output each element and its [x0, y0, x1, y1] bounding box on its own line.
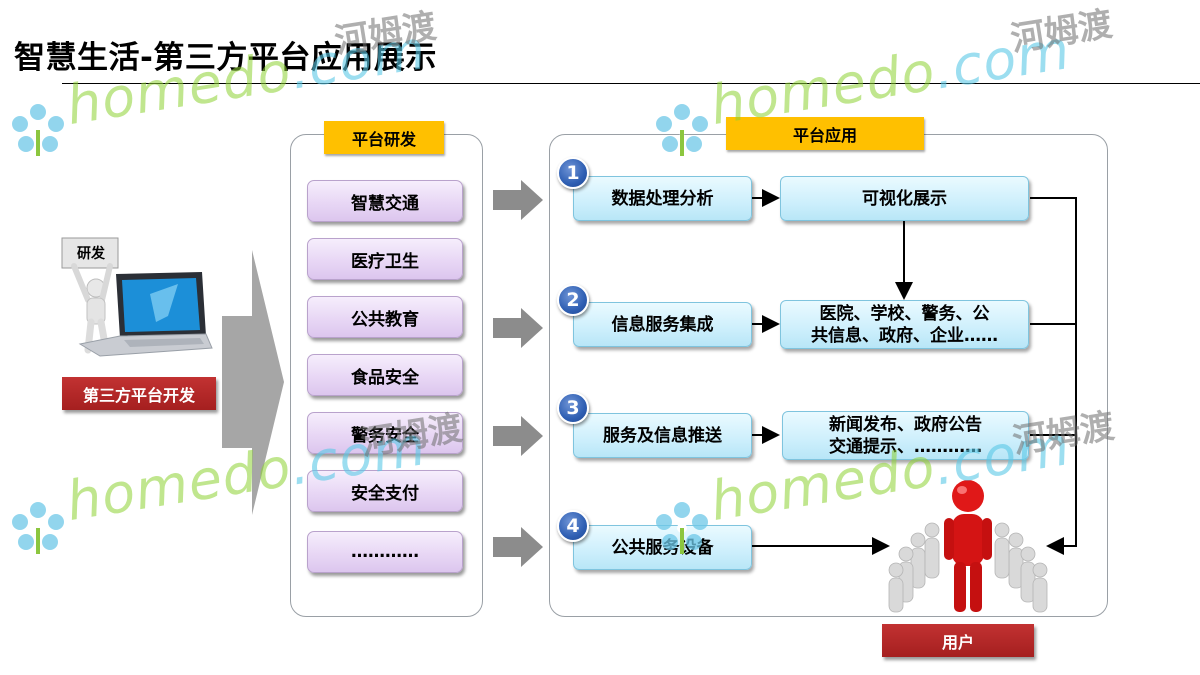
- user-label: 用户: [882, 624, 1034, 657]
- institutions-box: 医院、学校、警务、公 共信息、政府、企业……: [780, 300, 1029, 349]
- data-analysis-box: 数据处理分析: [573, 176, 752, 221]
- step-number-2: 2: [557, 284, 589, 316]
- dev-item-secure-payment: 安全支付: [307, 470, 463, 512]
- step-number-1: 1: [557, 157, 589, 189]
- gray-arrow-4: [493, 527, 543, 567]
- info-push-box: 服务及信息推送: [573, 413, 752, 458]
- homedo-logo-icon: [12, 104, 64, 156]
- news-line-2: 交通提示、…………: [829, 436, 982, 457]
- dev-item-public-education: 公共教育: [307, 296, 463, 338]
- homedo-logo-icon: [656, 502, 708, 554]
- institutions-line-2: 共信息、政府、企业……: [811, 325, 998, 346]
- step-number-3: 3: [557, 392, 589, 424]
- dev-item-police-security: 警务安全: [307, 412, 463, 454]
- page-title: 智慧生活-第三方平台应用展示: [14, 40, 437, 76]
- users-crowd-illustration: [888, 480, 1048, 613]
- platform-dev-header: 平台研发: [324, 121, 444, 154]
- dev-item-healthcare: 医疗卫生: [307, 238, 463, 280]
- homedo-logo-icon: [656, 104, 708, 156]
- dev-item-food-safety: 食品安全: [307, 354, 463, 396]
- dev-item-more: …………: [307, 531, 463, 573]
- gray-arrow-1: [493, 180, 543, 220]
- dev-item-smart-traffic: 智慧交通: [307, 180, 463, 222]
- dev-sign-label: 研发: [77, 246, 105, 262]
- visualization-box: 可视化展示: [780, 176, 1029, 221]
- title-divider: [62, 83, 1200, 84]
- gray-arrow-3: [493, 416, 543, 456]
- homedo-logo-icon: [12, 502, 64, 554]
- gray-arrow-2: [493, 308, 543, 348]
- platform-app-header: 平台应用: [726, 117, 924, 150]
- news-line-1: 新闻发布、政府公告: [829, 414, 982, 435]
- institutions-line-1: 医院、学校、警务、公: [819, 303, 990, 324]
- third-party-dev-label: 第三方平台开发: [62, 377, 216, 410]
- big-gray-arrow: [222, 250, 284, 515]
- developer-laptop-illustration: [61, 237, 213, 357]
- step-number-4: 4: [557, 510, 589, 542]
- info-integration-box: 信息服务集成: [573, 302, 752, 347]
- public-service-device-box: 公共服务设备: [573, 525, 752, 570]
- news-box: 新闻发布、政府公告 交通提示、…………: [782, 411, 1029, 460]
